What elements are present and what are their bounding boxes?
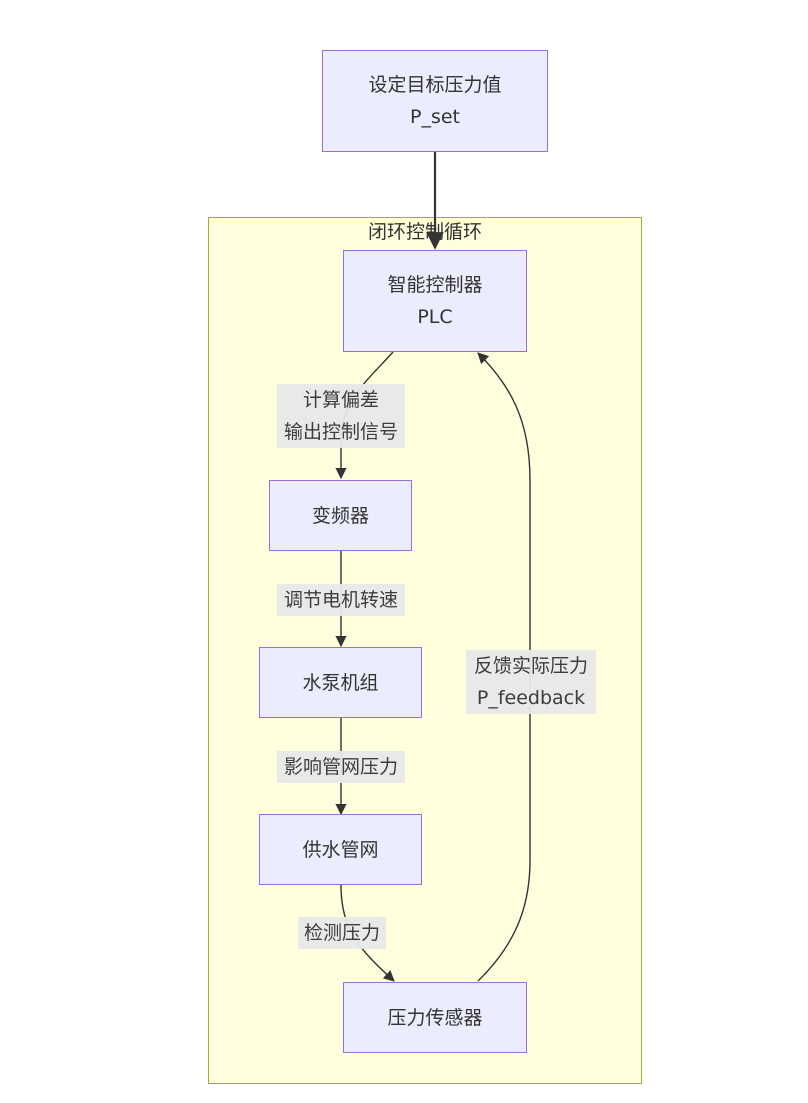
edge-label-text: 检测压力 — [303, 922, 380, 944]
edge-label-text: 影响管网压力 — [283, 756, 398, 778]
node-pressure-sensor: 压力传感器 — [343, 982, 527, 1053]
edge-label-line2: P_feedback — [476, 687, 586, 709]
node-target-line2: P_set — [410, 106, 460, 128]
edge-label-line1: 计算偏差 — [302, 389, 379, 411]
edge-label-sensor-to-controller: 反馈实际压力 P_feedback — [466, 650, 596, 714]
edge-label-text: 调节电机转速 — [283, 589, 398, 611]
node-controller-line2: PLC — [417, 306, 453, 328]
edge-label-controller-to-vfd: 计算偏差 输出控制信号 — [277, 384, 405, 448]
node-vfd-label: 变频器 — [311, 504, 369, 527]
node-target-pressure: 设定目标压力值 P_set — [322, 50, 548, 152]
edge-label-vfd-to-pump: 调节电机转速 — [277, 584, 405, 616]
node-network-label: 供水管网 — [302, 838, 379, 861]
node-sensor-label: 压力传感器 — [387, 1006, 483, 1029]
node-vfd: 变频器 — [269, 480, 412, 551]
edge-label-network-to-sensor: 检测压力 — [298, 917, 386, 949]
node-pump-label: 水泵机组 — [302, 671, 379, 694]
node-target-line1: 设定目标压力值 — [368, 74, 502, 96]
edge-sensor-to-controller — [477, 352, 531, 982]
node-supply-network: 供水管网 — [259, 814, 422, 885]
cluster-title: 闭环控制循环 — [367, 221, 482, 243]
node-smart-controller: 智能控制器 PLC — [343, 250, 527, 352]
edge-label-line2: 输出控制信号 — [283, 421, 398, 443]
node-pump-unit: 水泵机组 — [259, 647, 422, 718]
edge-label-pump-to-network: 影响管网压力 — [277, 751, 405, 783]
node-controller-line1: 智能控制器 — [387, 274, 483, 296]
edge-label-line1: 反馈实际压力 — [473, 655, 588, 677]
